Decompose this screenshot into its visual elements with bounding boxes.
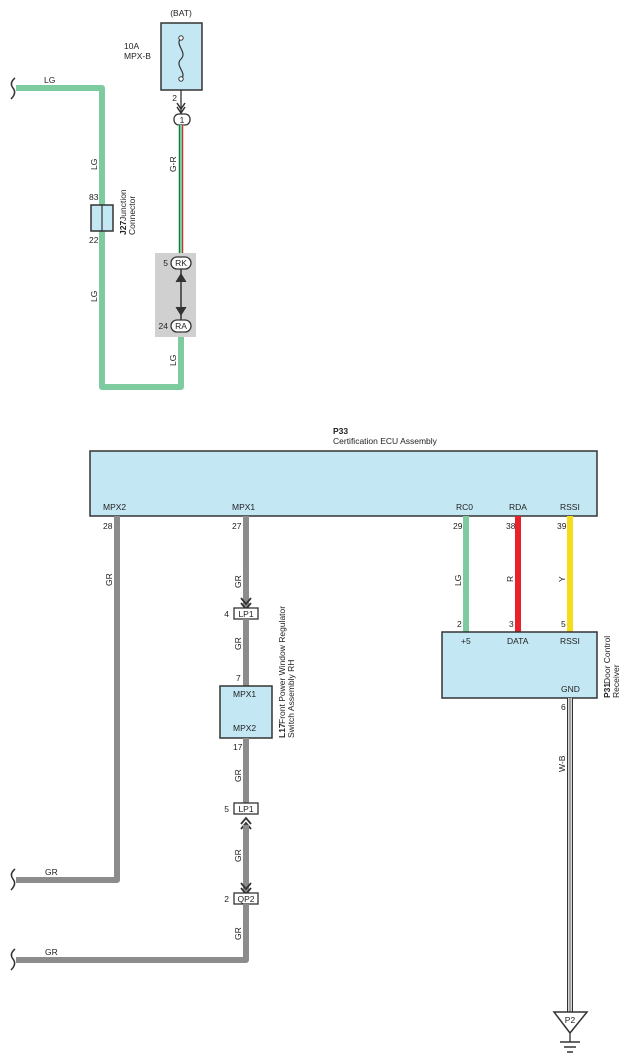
wire-label-gr-mpx1: GR [233, 575, 243, 588]
lp1-a-pin: 4 [224, 609, 229, 619]
wire-label-gr-mpx2: GR [104, 573, 114, 586]
ecu-code: P33 [333, 426, 348, 436]
connector-rk [170, 256, 192, 270]
ecu-pin-mpx2-name: MPX2 [103, 502, 126, 512]
receiver-pin-data-name: DATA [507, 636, 529, 646]
rk-pin: 5 [163, 258, 168, 268]
lg-wire-loop [16, 85, 184, 390]
fuse-rating-label: 10A [124, 41, 139, 51]
wire-label-g-r: G-R [168, 156, 178, 172]
switch-pin-in-num: 7 [236, 673, 241, 683]
wire-label-r-rda: R [505, 576, 515, 582]
junction-code: J27 [118, 221, 128, 235]
wire-break-mpx2 [10, 868, 16, 891]
receiver-box [441, 631, 598, 699]
ground-symbol [552, 1011, 589, 1053]
receiver-pin-rssi-name: RSSI [560, 636, 580, 646]
ecu-pin-mpx1-name: MPX1 [232, 502, 255, 512]
ecu-pin-rssi-num: 39 [557, 521, 567, 531]
ecu-box [89, 450, 598, 517]
receiver-name-2: Receiver [611, 664, 621, 698]
fuse-source-label: (BAT) [170, 8, 192, 18]
switch-box [219, 685, 273, 739]
qp2-label: QP2 [237, 894, 254, 904]
junction-pin-top: 83 [89, 192, 99, 202]
ra-pin: 24 [159, 321, 169, 331]
junction-connector-j27 [90, 204, 114, 232]
ecu-pin-mpx1-num: 27 [232, 521, 242, 531]
ecu-pin-rda-num: 38 [506, 521, 516, 531]
qp2-pin: 2 [224, 894, 229, 904]
receiver-pin-plus-name: +5 [461, 636, 471, 646]
receiver-pin-plus-num: 2 [457, 619, 462, 629]
ra-label: RA [175, 321, 187, 331]
gr-wire-qp2-left [16, 904, 249, 963]
switch-code: L17 [277, 723, 287, 738]
ground-label: P2 [565, 1015, 576, 1025]
connector-ra [170, 319, 192, 333]
switch-name-1: Front Power Window Regulator [277, 606, 287, 724]
ecu-pin-rda-name: RDA [509, 502, 527, 512]
gr-wire-mpx2 [16, 516, 120, 883]
wire-label-gr-left-2: GR [45, 947, 58, 957]
wire-label-y-rssi: Y [557, 576, 567, 582]
ecu-pin-rssi-name: RSSI [560, 502, 580, 512]
wire-label-gr-left-1: GR [45, 867, 58, 877]
ecu-pin-mpx2-num: 28 [103, 521, 113, 531]
junction-pin-bottom: 22 [89, 235, 99, 245]
receiver-pin-data-num: 3 [509, 619, 514, 629]
switch-pin-in-name: MPX1 [233, 689, 256, 699]
fuse-mpx-b [160, 22, 203, 91]
wire-label-lg-vertical-1: LG [89, 159, 99, 170]
receiver-code: P31 [602, 683, 612, 698]
switch-pin-out-name: MPX2 [233, 723, 256, 733]
connector-lp1-b [233, 802, 259, 815]
wire-label-w-b: W-B [557, 755, 567, 772]
ecu-name: Certification ECU Assembly [333, 436, 438, 446]
wire-label-gr-sw-out: GR [233, 769, 243, 782]
fuse-name-label: MPX-B [124, 51, 151, 61]
fuse-pin-out: 2 [172, 93, 177, 103]
wire-label-lg-left: LG [44, 75, 55, 85]
rk-label: RK [175, 258, 187, 268]
connector-1-label: 1 [180, 115, 185, 125]
lp1-b-label: LP1 [238, 804, 253, 814]
wire-break-qp2 [10, 948, 16, 971]
switch-name-2: Switch Assembly RH [286, 660, 296, 738]
lp1-a-label: LP1 [238, 609, 253, 619]
receiver-name-1: Door Control [602, 636, 612, 684]
junction-name-2: Connector [127, 196, 137, 235]
ecu-pin-rco-num: 29 [453, 521, 463, 531]
receiver-pin-rssi-num: 5 [561, 619, 566, 629]
receiver-pin-gnd-name: GND [561, 684, 580, 694]
wire-label-lg-ra: LG [168, 355, 178, 366]
lp1-b-pin: 5 [224, 804, 229, 814]
wire-label-gr-qp2: GR [233, 927, 243, 940]
wire-label-lg-vertical-2: LG [89, 291, 99, 302]
wire-break-top [10, 77, 16, 100]
ecu-pin-rco-name: RC0 [456, 502, 473, 512]
junction-name-1: Junction [118, 189, 128, 221]
switch-pin-out-num: 17 [233, 742, 243, 752]
gr-wire-fuse [178, 125, 184, 256]
wire-label-gr-lp1-a: GR [233, 637, 243, 650]
receiver-pin-gnd-num: 6 [561, 702, 566, 712]
wire-label-lg-rco: LG [453, 575, 463, 586]
wire-label-gr-lp1-b: GR [233, 849, 243, 862]
